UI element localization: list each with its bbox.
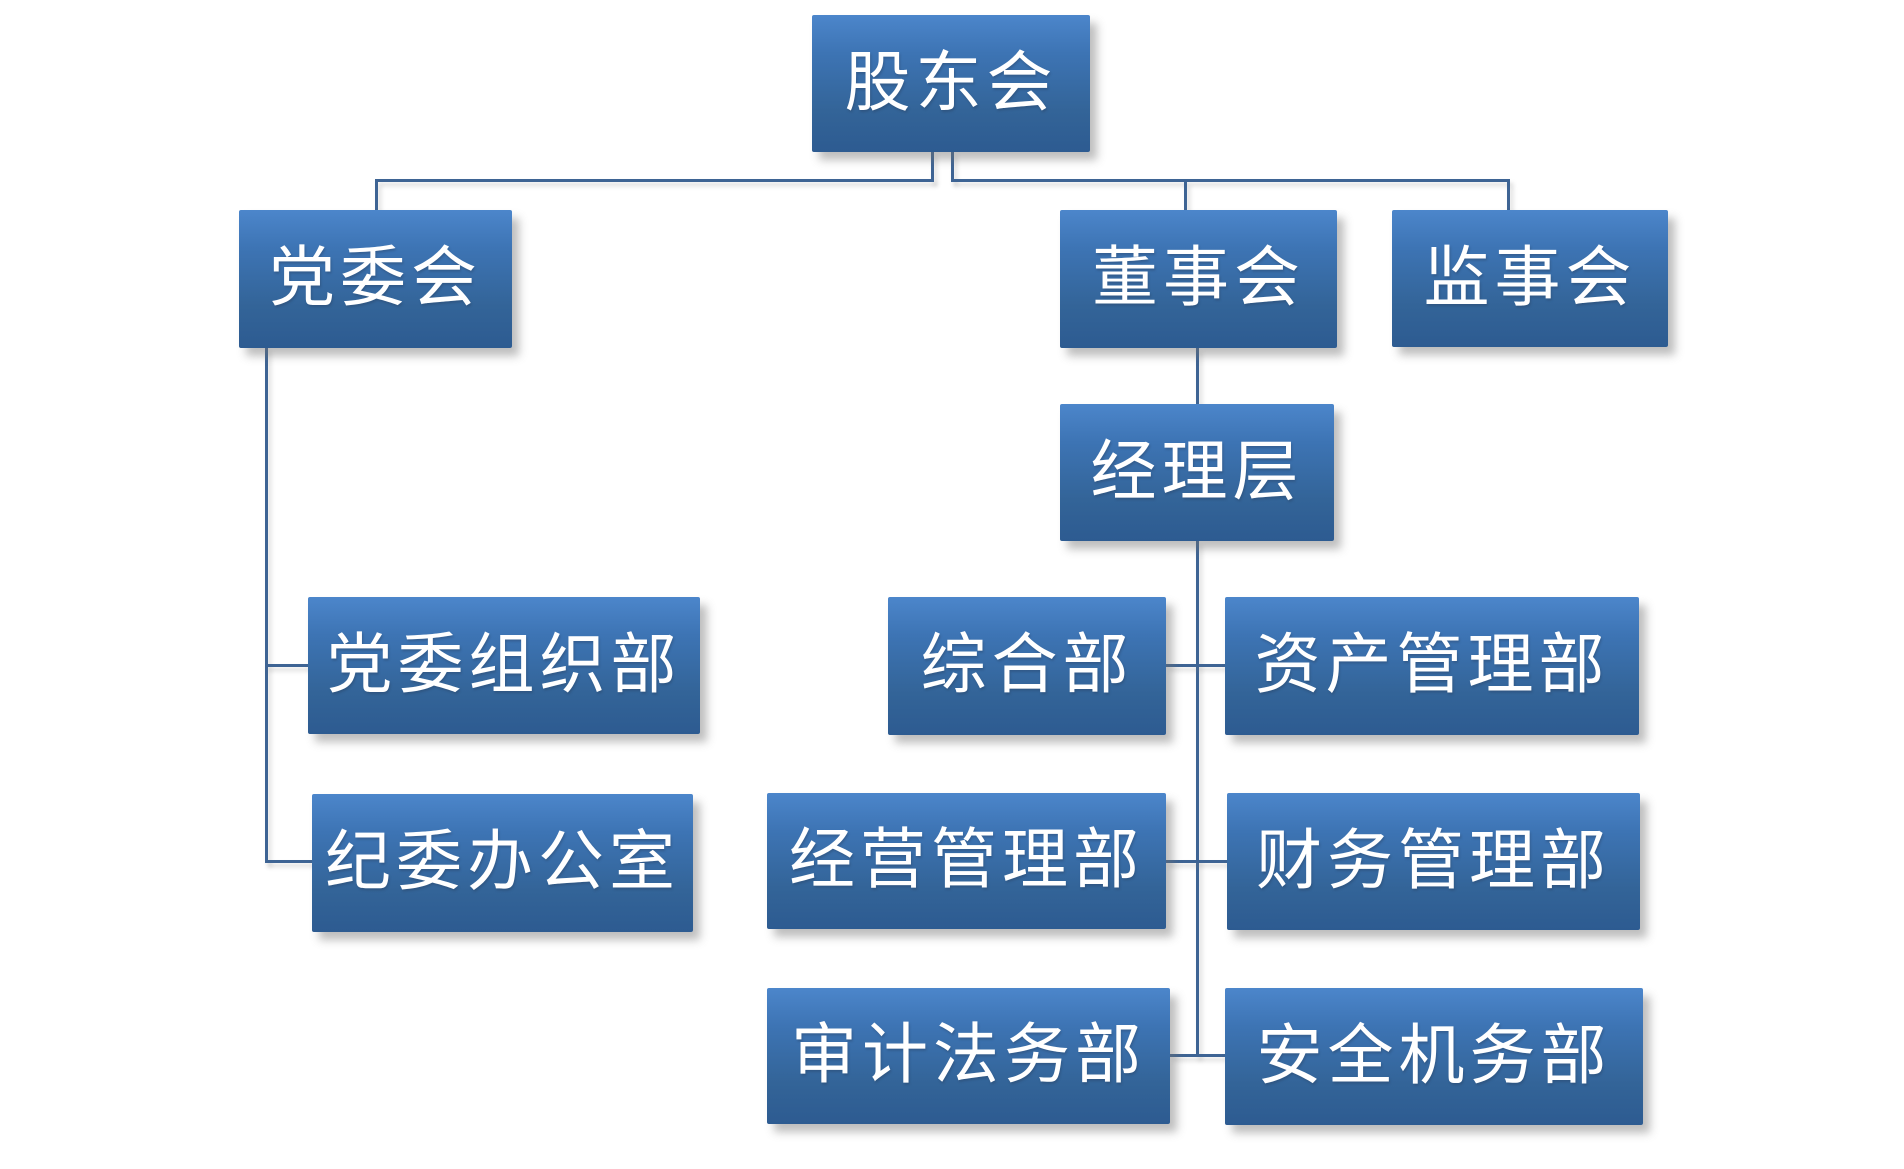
connector-shareholders-right-drop [951, 152, 954, 182]
connector-board-drop [1184, 182, 1187, 210]
node-zichan-guanlibu: 资产管理部 [1225, 597, 1639, 735]
node-dangweihui: 党委会 [239, 210, 512, 348]
connector-shareholders-left-drop [931, 152, 934, 182]
node-jianshihui: 监事会 [1392, 210, 1668, 347]
connector-stub-organization-dept [265, 664, 308, 667]
node-zonghebu: 综合部 [888, 597, 1166, 735]
connector-party-spine [265, 347, 268, 863]
node-jingying-guanlibu: 经营管理部 [767, 793, 1166, 929]
connector-party-committee-drop [375, 182, 378, 210]
node-caiwu-guanlibu: 财务管理部 [1227, 793, 1640, 930]
connector-stub-discipline-office [265, 860, 312, 863]
connector-stub-audit-safety [1170, 1054, 1225, 1057]
node-jiwei-bangongshi: 纪委办公室 [312, 794, 693, 932]
connector-supervisory-drop [1507, 182, 1510, 210]
connector-stub-general-asset [1166, 664, 1225, 667]
connector-board-to-management [1196, 348, 1199, 404]
node-shenji-fawubu: 审计法务部 [767, 988, 1170, 1124]
connector-left-branch-horizontal [375, 179, 934, 182]
connector-stub-operations-finance [1166, 860, 1227, 863]
node-dongshihui: 董事会 [1060, 210, 1337, 348]
node-anquan-jiwubu: 安全机务部 [1225, 988, 1643, 1125]
node-jinglicheng: 经理层 [1060, 404, 1334, 541]
node-gudonghui: 股东会 [812, 15, 1090, 152]
connector-right-branch-horizontal [951, 179, 1510, 182]
node-dangwei-zuzhibu: 党委组织部 [308, 597, 700, 734]
connector-management-spine [1196, 541, 1199, 1057]
